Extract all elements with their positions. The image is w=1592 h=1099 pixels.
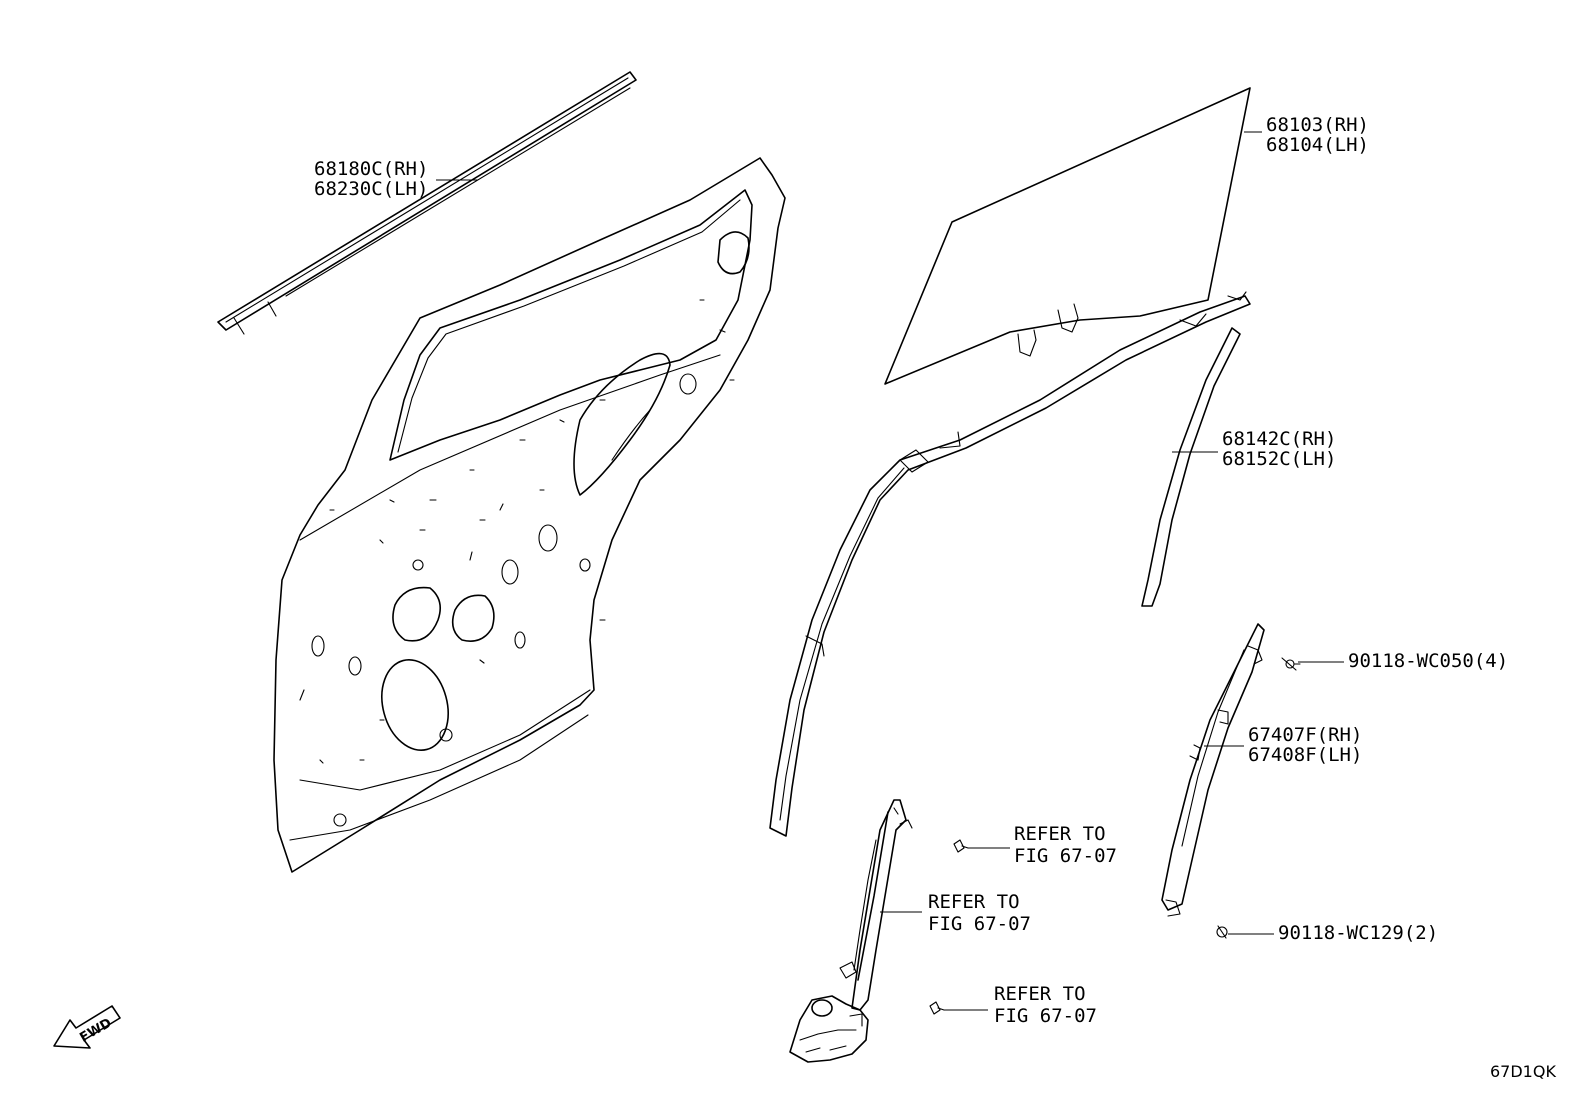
label-68180c-rh: 68180C(RH) bbox=[314, 158, 428, 180]
label-68104-lh: 68104(LH) bbox=[1266, 134, 1369, 156]
label-67408f-lh: 67408F(LH) bbox=[1248, 744, 1362, 766]
label-refer-a-line2: FIG 67-07 bbox=[1014, 845, 1117, 867]
label-refer-b-line2: FIG 67-07 bbox=[928, 913, 1031, 935]
label-68152c-lh: 68152C(LH) bbox=[1222, 448, 1336, 470]
label-refer-c-line2: FIG 67-07 bbox=[994, 1005, 1097, 1027]
label-68230c-lh: 68230C(LH) bbox=[314, 178, 428, 200]
label-90118-wc129: 90118-WC129(2) bbox=[1278, 922, 1438, 944]
door-channel[interactable] bbox=[1161, 623, 1265, 917]
outer-belt-moulding[interactable] bbox=[217, 71, 637, 335]
label-68142c-rh: 68142C(RH) bbox=[1222, 428, 1336, 450]
screw-90118-wc050[interactable] bbox=[1281, 657, 1301, 671]
label-refer-c-line1: REFER TO bbox=[994, 983, 1086, 1005]
leader-lines bbox=[436, 131, 1344, 1011]
fwd-arrow-icon: FWD bbox=[53, 1005, 121, 1049]
screw-90118-wc129[interactable] bbox=[1216, 925, 1228, 939]
regulator-bolt-upper[interactable] bbox=[953, 839, 969, 853]
label-68103-rh: 68103(RH) bbox=[1266, 114, 1369, 136]
label-67407f-rh: 67407F(RH) bbox=[1248, 724, 1362, 746]
regulator-bolt-lower[interactable] bbox=[929, 1001, 945, 1015]
label-refer-a-line1: REFER TO bbox=[1014, 823, 1106, 845]
label-refer-b-line1: REFER TO bbox=[928, 891, 1020, 913]
door-glass[interactable] bbox=[884, 87, 1251, 385]
rear-door-panel[interactable] bbox=[273, 157, 786, 873]
window-regulator[interactable] bbox=[789, 799, 913, 1063]
fwd-arrow-label: FWD bbox=[77, 1016, 114, 1046]
diagram-id: 67D1QK bbox=[1490, 1062, 1556, 1081]
glass-run-frame[interactable] bbox=[769, 291, 1251, 837]
label-90118-wc050: 90118-WC050(4) bbox=[1348, 650, 1508, 672]
